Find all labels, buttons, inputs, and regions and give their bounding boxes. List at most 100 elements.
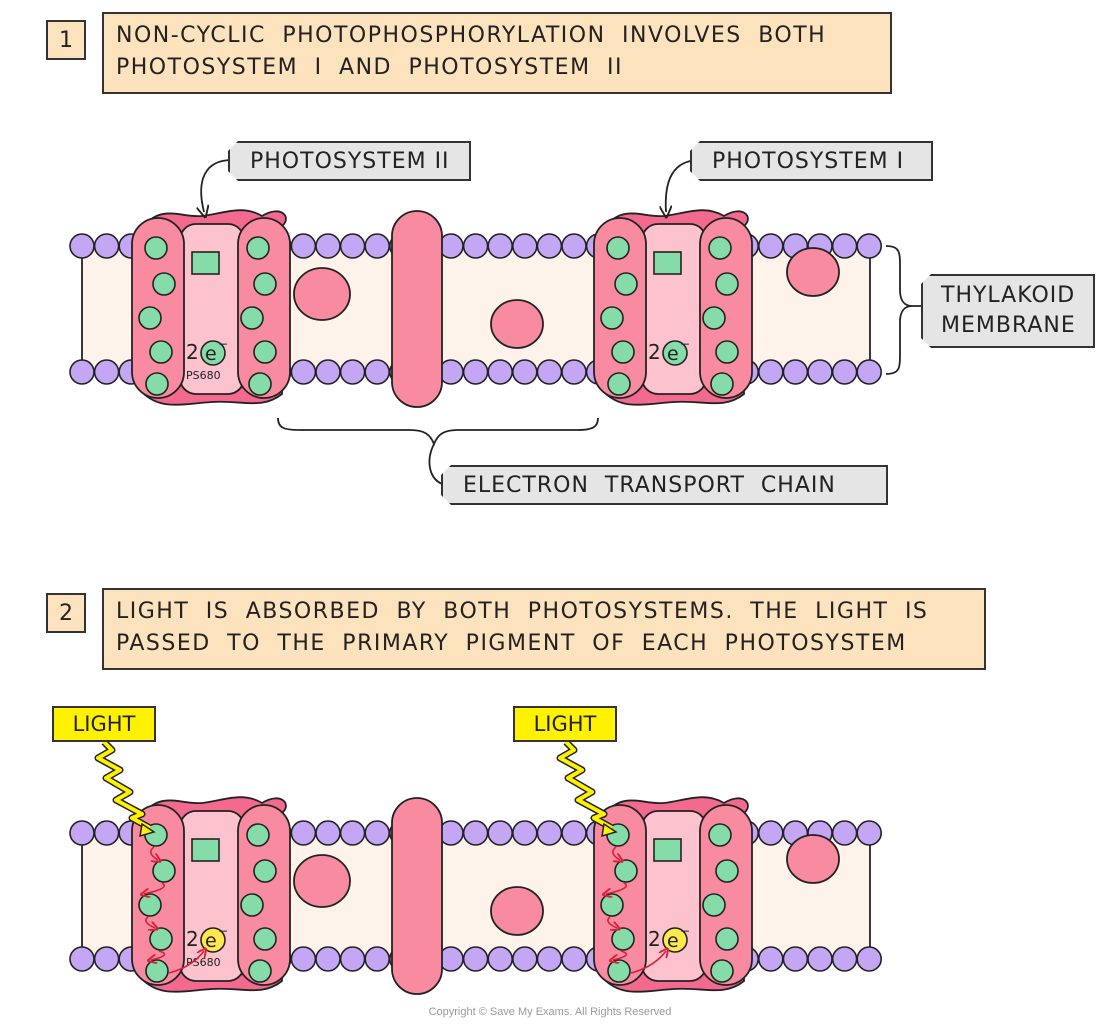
- accessory-pigment: [715, 859, 739, 883]
- reaction-centre-pigment: [191, 838, 220, 862]
- accessory-pigment: [702, 306, 726, 330]
- phospholipid-head: [757, 946, 784, 972]
- carrier-protein: [293, 854, 351, 908]
- accessory-pigment: [248, 372, 272, 396]
- phospholipid-head: [782, 946, 809, 972]
- phospholipid-head: [487, 359, 514, 385]
- accessory-pigment: [145, 959, 169, 983]
- phospholipid-head: [339, 233, 366, 259]
- carrier-protein: [490, 299, 544, 349]
- thylakoid-label-line-2: MEMBRANE: [941, 313, 1076, 338]
- lightning-bolt-icon: [558, 740, 613, 830]
- phospholipid-head: [511, 233, 538, 259]
- phospholipid-head: [757, 359, 784, 385]
- electron-count: 2: [186, 340, 199, 364]
- accessory-pigment: [715, 340, 739, 364]
- carrier-protein: [490, 886, 544, 936]
- accessory-pigment: [607, 959, 631, 983]
- step-1-line-2: PHOTOSYSTEM I AND PHOTOSYSTEM II: [116, 55, 624, 80]
- electron-transport-chain-label: ELECTRON TRANSPORT CHAIN: [441, 465, 888, 505]
- electron-charge: −: [680, 924, 690, 938]
- etc-brace: [277, 417, 599, 447]
- phospholipid-head: [536, 359, 563, 385]
- light-label-left: LIGHT: [52, 706, 156, 742]
- electron-icon: [662, 340, 688, 366]
- phospholipid-head: [757, 233, 784, 259]
- accessory-pigment: [600, 893, 624, 917]
- phospholipid-head: [364, 946, 391, 972]
- accessory-pigment: [607, 372, 631, 396]
- accessory-pigment: [152, 859, 176, 883]
- phospholipid-head: [93, 233, 120, 259]
- photosystem-2-pointer: [201, 159, 233, 212]
- accessory-pigment: [149, 927, 173, 951]
- phospholipid-head: [315, 946, 341, 972]
- light-label-right: LIGHT: [513, 706, 617, 742]
- energy-transfer-arrows: [144, 846, 204, 974]
- phospholipid-head: [364, 820, 391, 846]
- accessory-pigment: [708, 823, 732, 847]
- phospholipid-head: [462, 233, 489, 259]
- accessory-pigment: [253, 340, 277, 364]
- accessory-pigment: [606, 236, 630, 260]
- electron-charge: −: [218, 924, 228, 938]
- phospholipid-head: [536, 820, 563, 846]
- accessory-pigment: [248, 959, 272, 983]
- phospholipid-head: [757, 820, 784, 846]
- phospholipid-head: [807, 359, 833, 385]
- phospholipid-head: [462, 820, 489, 846]
- accessory-pigment: [246, 823, 270, 847]
- reaction-centre: [641, 810, 707, 982]
- thylakoid-brace: [885, 245, 913, 375]
- phospholipid-head: [69, 233, 95, 259]
- phospholipid-head: [561, 233, 587, 259]
- accessory-pigment: [144, 236, 168, 260]
- light-arrows: [94, 739, 618, 838]
- phospholipid-head: [831, 820, 858, 846]
- accessory-pigment: [600, 306, 624, 330]
- accessory-pigment: [149, 340, 173, 364]
- phospholipid-head: [290, 359, 317, 385]
- reaction-centre-pigment: [653, 838, 682, 862]
- accessory-pigment: [710, 372, 734, 396]
- carrier-protein: [293, 267, 351, 321]
- phospholipid-head: [831, 359, 858, 385]
- phospholipid-head: [315, 820, 341, 846]
- transfer-arrow-to-reaction-centre: [630, 951, 666, 974]
- phospholipid-head: [831, 946, 858, 972]
- accessory-pigment: [240, 306, 264, 330]
- transfer-arrow: [606, 882, 628, 894]
- electron-count: 2: [648, 340, 661, 364]
- phospholipid-head: [315, 233, 341, 259]
- phospholipid-head: [831, 233, 858, 259]
- step-2-line-2: PASSED TO THE PRIMARY PIGMENT OF EACH PH…: [116, 631, 907, 656]
- accessory-pigment: [253, 859, 277, 883]
- cytochrome-complex: [391, 210, 443, 408]
- transfer-arrow: [607, 916, 617, 928]
- phospholipid-head: [561, 946, 587, 972]
- antenna-complex-right: [699, 804, 753, 986]
- phospholipid-head: [782, 359, 809, 385]
- phospholipid-head: [364, 359, 391, 385]
- accessory-pigment: [138, 893, 162, 917]
- phospholipid-head: [807, 946, 833, 972]
- phospholipid-head: [462, 946, 489, 972]
- phospholipid-head: [339, 359, 366, 385]
- lightning-bolt-head: [139, 822, 156, 838]
- electron-count: 2: [648, 927, 661, 951]
- phospholipid-head: [69, 359, 95, 385]
- accessory-pigment: [253, 927, 277, 951]
- phospholipid-head: [856, 359, 883, 385]
- reaction-centre-pigment: [191, 251, 220, 275]
- accessory-pigment: [246, 236, 270, 260]
- accessory-pigment: [240, 893, 264, 917]
- phospholipid-head: [856, 820, 883, 846]
- phospholipid-head: [511, 359, 538, 385]
- phospholipid-head: [462, 359, 489, 385]
- transfer-arrow: [613, 950, 628, 960]
- electron-icon: [200, 927, 226, 953]
